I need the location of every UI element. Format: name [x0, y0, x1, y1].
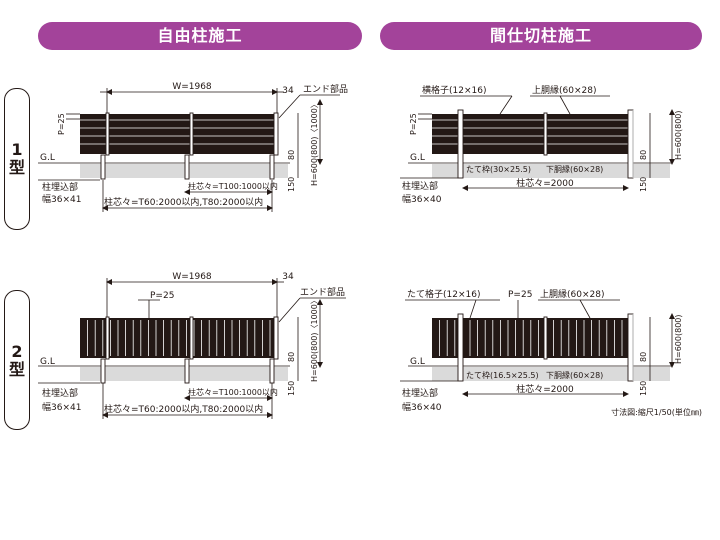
frame-bar [189, 112, 194, 156]
h-label: H=600(800)〈1000〉 [310, 100, 319, 186]
d80-label: 80 [639, 150, 648, 160]
bury-label-2: 幅36×41 [42, 193, 81, 205]
header-free-post: 自由柱施工 [38, 22, 362, 50]
frame-end [273, 316, 279, 360]
gl-label: G.L [410, 153, 425, 163]
post [184, 358, 190, 384]
gl-label: G.L [410, 357, 425, 367]
lower-rail-label: 下胴縁(60×28) [546, 164, 603, 174]
partition-post [457, 313, 464, 382]
upper-rail-label: 上胴縁(60×28) [540, 288, 604, 300]
frame-bar [543, 316, 548, 360]
fence-panel [432, 318, 628, 358]
w-label: W=1968 [172, 82, 212, 92]
scale-note: 寸法図:縮尺1/50(単位㎜) [611, 407, 702, 417]
h-label: H=600(800) [674, 111, 683, 161]
row-label-type1: 1 型 [4, 88, 30, 230]
header-partition-post: 間仕切柱施工 [380, 22, 702, 50]
p-label: P=25 [508, 290, 532, 300]
bury-label-1: 柱埋込部 [402, 180, 438, 192]
end-part-label: エンド部品 [300, 286, 345, 298]
ground-band [432, 164, 670, 178]
end-34-label: 34 [282, 86, 294, 96]
bury-label-2: 幅36×40 [402, 193, 442, 205]
vertical-slats [87, 320, 279, 356]
d150-label: 150 [287, 177, 296, 192]
upper-rail-label: 上胴縁(60×28) [532, 84, 596, 96]
lattice-label: 横格子(12×16) [422, 84, 486, 96]
row-label-type1-text: 1 型 [8, 140, 25, 177]
pitch-main-label: 柱芯々=T60:2000以内,T80:2000以内 [104, 196, 263, 208]
pitch-label: 柱芯々=2000 [516, 177, 574, 189]
post [269, 358, 275, 384]
pitch-main-label: 柱芯々=T60:2000以内,T80:2000以内 [104, 403, 263, 415]
pitch-small-label: 柱芯々=T100:1000以内 [188, 181, 278, 191]
frame-bar [105, 316, 110, 360]
partition-post [627, 313, 634, 382]
d80-label: 80 [287, 352, 296, 362]
gl-label: G.L [40, 357, 55, 367]
h-label: H=600(800)〈1000〉 [310, 296, 319, 382]
d150-label: 150 [639, 381, 648, 396]
diagram-type1-free-post: W=1968 34 エンド部品 P=25 G.L 80 150 H=600(80… [38, 82, 348, 212]
horizontal-slats [432, 119, 628, 145]
fence-panel [432, 114, 628, 154]
post [100, 154, 106, 180]
frame-end [273, 112, 279, 156]
p-label: P=25 [150, 291, 174, 301]
lower-rail-label: 下胴縁(60×28) [546, 370, 603, 380]
frame-bar [105, 112, 110, 156]
row-label-type2: 2 型 [4, 290, 30, 430]
pitch-small-label: 柱芯々=T100:1000以内 [188, 387, 278, 397]
post [100, 358, 106, 384]
bury-label-2: 幅36×41 [42, 401, 81, 413]
bury-label-2: 幅36×40 [402, 401, 442, 413]
end-part-label: エンド部品 [303, 83, 348, 95]
frame-bar [543, 112, 548, 156]
gl-label: G.L [40, 153, 55, 163]
bury-label-1: 柱埋込部 [402, 387, 438, 399]
frame-bar [189, 316, 194, 360]
frame-label: たて枠(16.5×25.5) [466, 370, 539, 380]
post [269, 154, 275, 180]
d80-label: 80 [287, 150, 296, 160]
bury-label-1: 柱埋込部 [42, 387, 78, 399]
end-34-label: 34 [282, 272, 294, 282]
diagram-type2-partition-post: たて格子(12×16) P=25 上胴縁(60×28) G.L たて枠(16.5… [400, 288, 683, 413]
ground-band [80, 164, 288, 178]
partition-post [627, 109, 634, 179]
p-label: P=25 [57, 113, 66, 135]
d150-label: 150 [639, 177, 648, 192]
post [184, 154, 190, 180]
diagram-type2-free-post: W=1968 34 P=25 エンド部品 G.L 80 150 H=600(80… [38, 272, 346, 419]
ground-band [80, 367, 288, 381]
p-label: P=25 [409, 113, 418, 135]
horizontal-slats [80, 119, 278, 145]
bury-label-1: 柱埋込部 [42, 181, 78, 193]
leader [278, 94, 301, 119]
row-label-type2-text: 2 型 [8, 342, 25, 379]
diagram-type1-partition-post: 横格子(12×16) 上胴縁(60×28) P=25 G.L たて枠(30×25… [400, 84, 683, 205]
partition-post [457, 109, 464, 179]
d150-label: 150 [287, 381, 296, 396]
w-label: W=1968 [172, 272, 212, 282]
frame-label: たて枠(30×25.5) [466, 164, 531, 174]
d80-label: 80 [639, 352, 648, 362]
vertical-slats [439, 320, 623, 356]
ground-band [432, 367, 670, 381]
h-label: H=600(800) [674, 315, 683, 365]
pitch-label: 柱芯々=2000 [516, 383, 574, 395]
lattice-label: たて格子(12×16) [407, 288, 480, 300]
fence-panel [80, 114, 278, 154]
